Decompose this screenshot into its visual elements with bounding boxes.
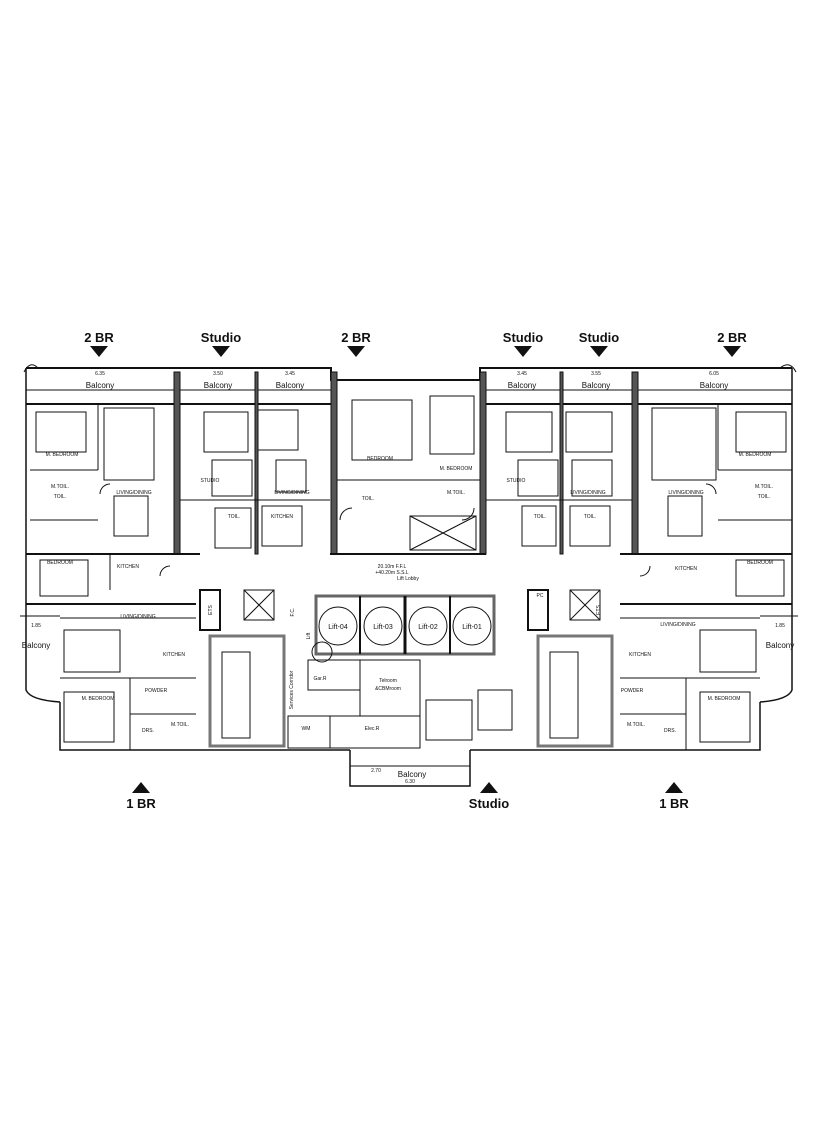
room-label: M.TOIL.: [171, 722, 189, 728]
arrow-up-icon: [480, 782, 498, 793]
room-label: STUDIO: [507, 478, 526, 484]
room-label: TOIL.: [54, 494, 66, 500]
arrow-down-icon: [90, 346, 108, 357]
balcony-label: Balcony: [508, 381, 536, 390]
arrow-down-icon: [723, 346, 741, 357]
lift-02-label: Lift-02: [418, 624, 438, 631]
room-label: LIVING/DINING: [660, 622, 695, 628]
room-label: TOIL.: [228, 514, 240, 520]
room-label: KITCHEN: [163, 652, 185, 658]
lift-01-label: Lift-01: [462, 624, 482, 631]
room-label: KITCHEN: [629, 652, 651, 658]
room-label: LIVING/DINING: [668, 490, 703, 496]
dimension-label: 6.05: [709, 371, 719, 377]
unit-label-top: 2 BR: [341, 330, 371, 345]
room-label: M.TOIL.: [51, 484, 69, 490]
room-label: TOIL.: [534, 514, 546, 520]
room-label: BEDROOM: [367, 456, 393, 462]
dimension-label: 6.30: [405, 779, 415, 785]
lift-04-label: Lift-04: [328, 624, 348, 631]
dimension-label: 3.55: [591, 371, 601, 377]
services-corridor-label: Services Corridor: [289, 670, 295, 709]
room-label: M.TOIL.: [755, 484, 773, 490]
room-label: BEDROOM: [747, 560, 773, 566]
room-label: M. BEDROOM: [739, 452, 772, 458]
room-label: LIVING/DINING: [120, 614, 155, 620]
ets-label: ETS: [208, 604, 214, 614]
unit-label-top: Studio: [200, 330, 242, 345]
arrow-down-icon: [590, 346, 608, 357]
dimension-label: 3.45: [517, 371, 527, 377]
arrow-down-icon: [212, 346, 230, 357]
room-label: M. BEDROOM: [708, 696, 741, 702]
room-label: M. BEDROOM: [440, 466, 473, 472]
room-label: DRS.: [142, 728, 154, 734]
room-label: M. BEDROOM: [46, 452, 79, 458]
arrow-down-icon: [347, 346, 365, 357]
arrow-down-icon: [514, 346, 532, 357]
balcony-label: Balcony: [22, 641, 50, 650]
room-label: POWDER: [621, 688, 644, 694]
room-label: KITCHEN: [675, 566, 697, 572]
balcony-label: Balcony: [276, 381, 304, 390]
wm-label: WM: [302, 726, 311, 732]
room-label: M.TOIL.: [447, 490, 465, 496]
room-label: KITCHEN: [271, 514, 293, 520]
balcony-label: Balcony: [398, 770, 426, 779]
room-label: STUDIO: [201, 478, 220, 484]
balcony-label: Balcony: [582, 381, 610, 390]
room-label: LIVING/DINING: [116, 490, 151, 496]
dimension-label: 3.45: [285, 371, 295, 377]
arrow-up-icon: [132, 782, 150, 793]
unit-label-top: 2 BR: [717, 330, 747, 345]
balcony-label: Balcony: [86, 381, 114, 390]
pc-label: PC: [537, 593, 544, 599]
room-label: KITCHEN: [117, 564, 139, 570]
balcony-label: Balcony: [204, 381, 232, 390]
lift-lobby-label: Lift Lobby: [397, 576, 419, 582]
room-label: TOIL.: [758, 494, 770, 500]
small-lift-label: Lift: [306, 632, 312, 639]
level-label: 20.10m F.F.L: [378, 564, 407, 570]
room-label: DRS.: [664, 728, 676, 734]
unit-label-top: Studio: [578, 330, 620, 345]
unit-label-bottom: 1 BR: [659, 796, 689, 811]
dimension-label: 1.85: [31, 623, 41, 629]
gar-r-label: Gar.R: [313, 676, 326, 682]
level-label: +40.20m S.S.L: [375, 570, 408, 576]
dimension-label: 6.35: [95, 371, 105, 377]
room-label: M.TOIL.: [627, 722, 645, 728]
room-label: TOIL.: [584, 514, 596, 520]
unit-label-bottom: Studio: [468, 796, 510, 811]
room-label: M. BEDROOM: [82, 696, 115, 702]
fc-label: F.C.: [290, 608, 296, 617]
room-label: POWDER: [145, 688, 168, 694]
balcony-label: Balcony: [700, 381, 728, 390]
lift-03-label: Lift-03: [373, 624, 393, 631]
dimension-label: 1.85: [775, 623, 785, 629]
room-label: LIVING/DINING: [274, 490, 309, 496]
room-label: LIVING/DINING: [570, 490, 605, 496]
unit-label-bottom: 1 BR: [126, 796, 156, 811]
arrow-up-icon: [665, 782, 683, 793]
unit-label-top: 2 BR: [84, 330, 114, 345]
cbmroom-label: &CBMroom: [375, 686, 401, 692]
balcony-label: Balcony: [766, 641, 794, 650]
room-label: BEDROOM: [47, 560, 73, 566]
ets-label: ETS: [596, 604, 602, 614]
dimension-label: 3.50: [213, 371, 223, 377]
telroom-label: Telroom: [379, 678, 397, 684]
room-label: TOIL.: [362, 496, 374, 502]
elec-r-label: Elec.R: [365, 726, 380, 732]
dimension-label: 2.70: [371, 768, 381, 774]
unit-label-top: Studio: [502, 330, 544, 345]
